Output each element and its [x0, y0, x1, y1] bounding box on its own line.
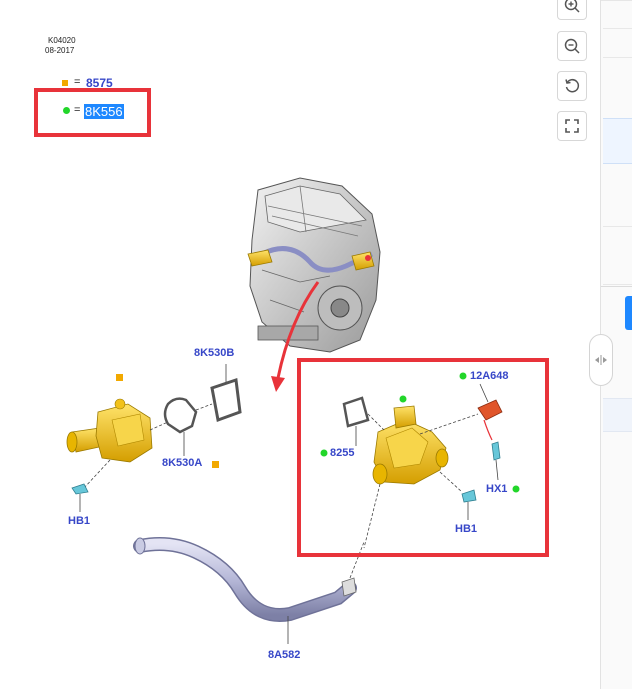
clip-HX1: [491, 441, 501, 461]
gasket-8255: [342, 396, 370, 428]
diagram-date: 08-2017: [45, 46, 75, 55]
side-panel: [600, 0, 632, 689]
dot-marker-icon: [512, 485, 520, 493]
legend-eq: =: [74, 76, 81, 88]
connector-HB1-right: [461, 489, 477, 503]
dot-marker-icon: [399, 395, 407, 403]
dot-marker-icon: [63, 107, 70, 114]
gasket-8K530A: [163, 397, 198, 434]
thermostat-housing-right: [372, 405, 449, 485]
legend-label: 8575: [86, 76, 113, 90]
zoom-in-button[interactable]: [557, 0, 587, 20]
label-8K530B[interactable]: 8K530B: [194, 347, 235, 359]
label-HX1[interactable]: HX1: [486, 483, 508, 495]
label-8A582[interactable]: 8A582: [268, 649, 301, 661]
label-HB1-right[interactable]: HB1: [455, 523, 478, 535]
fullscreen-icon: [565, 119, 579, 133]
exploded-view-artwork: [66, 177, 520, 644]
square-marker-icon: [62, 80, 68, 86]
side-panel-tab[interactable]: [625, 296, 632, 330]
side-panel-row[interactable]: [603, 398, 632, 432]
resize-arrows-icon: [595, 355, 607, 365]
direction-arrow: [276, 281, 320, 379]
side-panel-row-selected[interactable]: [603, 118, 632, 164]
side-panel-row[interactable]: [603, 196, 632, 227]
legend-highlight-box: [34, 88, 151, 137]
fullscreen-button[interactable]: [557, 111, 587, 141]
dot-marker-icon: [459, 372, 467, 380]
zoom-out-icon: [564, 38, 580, 54]
panel-resize-handle[interactable]: [589, 334, 613, 386]
rotate-button[interactable]: [557, 71, 587, 101]
square-marker-icon: [116, 374, 123, 381]
group-highlight-box: [297, 358, 549, 557]
dot-marker-icon: [320, 449, 328, 457]
connector-HB1-left: [71, 483, 89, 495]
label-8255[interactable]: 8255: [330, 447, 355, 459]
zoom-out-button[interactable]: [557, 31, 587, 61]
coolant-pipe-8A582: [134, 538, 356, 621]
engine-assembly: [247, 177, 381, 353]
thermostat-housing-left: [66, 398, 153, 463]
rotate-icon: [565, 78, 580, 93]
zoom-in-icon: [564, 0, 580, 13]
label-12A648[interactable]: 12A648: [470, 370, 509, 382]
legend-label-selected[interactable]: 8K556: [84, 104, 124, 119]
label-8K530A[interactable]: 8K530A: [162, 457, 203, 469]
side-panel-row[interactable]: [603, 28, 632, 58]
sensor-12A648: [477, 399, 503, 421]
legend-eq: =: [74, 104, 81, 116]
square-marker-icon: [212, 461, 219, 468]
diagram-code: K04020: [48, 36, 76, 45]
label-HB1-left[interactable]: HB1: [68, 515, 91, 527]
gasket-8K530B: [210, 377, 242, 423]
side-panel-row[interactable]: [603, 254, 632, 285]
